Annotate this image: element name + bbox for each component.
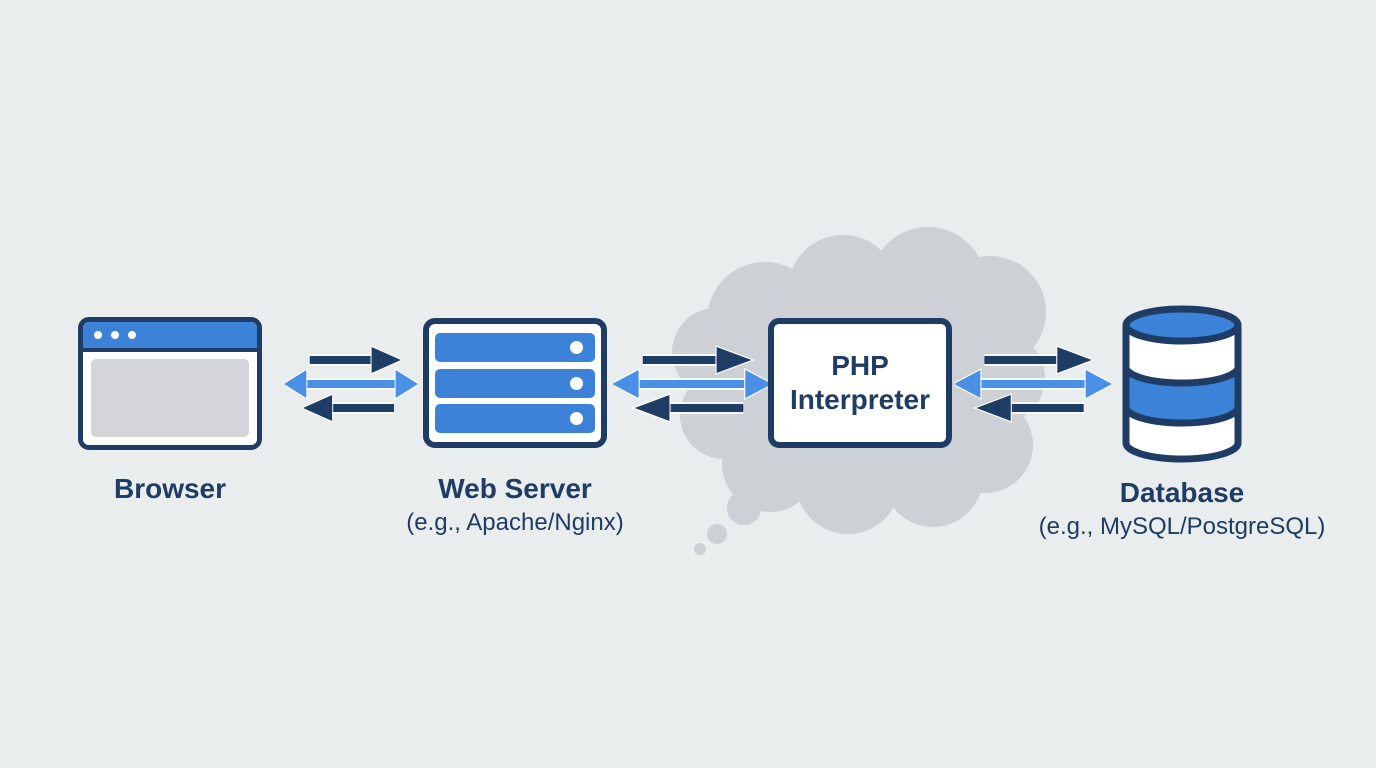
node-subtitle: (e.g., MySQL/PostgreSQL): [1038, 512, 1326, 540]
server-rack-unit: [435, 368, 595, 398]
window-dot-icon: [94, 331, 102, 339]
browser-content-placeholder: [91, 359, 249, 437]
right-arrowhead-icon: [1084, 367, 1112, 401]
window-dot-icon: [111, 331, 119, 339]
arrow-group-webserver-php: [612, 345, 772, 423]
server-rack-unit: [435, 332, 595, 362]
php-interpreter-box: PHP Interpreter: [768, 318, 952, 448]
arrow-group-browser-webserver: [284, 345, 418, 423]
arrow-group-php-database: [954, 345, 1112, 423]
database-cylinder-icon: [1122, 305, 1242, 463]
php-label-line2: Interpreter: [789, 384, 931, 415]
server-rack-unit: [435, 404, 595, 434]
web-server-label: Web Server (e.g., Apache/Nginx): [365, 473, 665, 538]
right-arrowhead-icon: [394, 367, 418, 401]
node-subtitle: (e.g., Apache/Nginx): [406, 508, 624, 536]
database-label: Database (e.g., MySQL/PostgreSQL): [1012, 477, 1352, 542]
thought-bubble-dot-small: [694, 543, 706, 555]
browser-titlebar: [83, 322, 257, 352]
window-dot-icon: [128, 331, 136, 339]
thought-bubble-dot-large: [727, 491, 761, 525]
php-label-line1: PHP: [831, 350, 889, 382]
node-title: Database: [1119, 477, 1245, 508]
database-top-ellipse: [1122, 305, 1242, 345]
right-arrowhead-icon: [370, 345, 404, 375]
left-arrowhead-icon: [612, 367, 640, 401]
left-arrowhead-icon: [954, 367, 982, 401]
thought-bubble-dot-medium: [707, 524, 727, 544]
browser-viewport: [83, 352, 257, 445]
server-stack-icon: [423, 318, 607, 448]
right-arrowhead-icon: [744, 367, 772, 401]
thought-cloud-icon: [672, 227, 1046, 555]
node-title: Browser: [113, 473, 227, 504]
node-title: Web Server: [438, 473, 592, 504]
right-arrowhead-icon: [715, 345, 756, 375]
left-arrowhead-icon: [630, 393, 671, 423]
browser-window-icon: [78, 317, 262, 450]
browser-label: Browser: [20, 473, 320, 505]
left-arrowhead-icon: [972, 393, 1012, 423]
server-led-dot-icon: [570, 412, 583, 426]
left-arrowhead-icon: [284, 367, 308, 401]
server-led-dot-icon: [570, 340, 583, 354]
left-arrowhead-icon: [299, 393, 334, 423]
server-led-dot-icon: [570, 376, 583, 390]
php-interpreter-label: PHP Interpreter: [790, 349, 930, 416]
right-arrowhead-icon: [1056, 345, 1096, 375]
